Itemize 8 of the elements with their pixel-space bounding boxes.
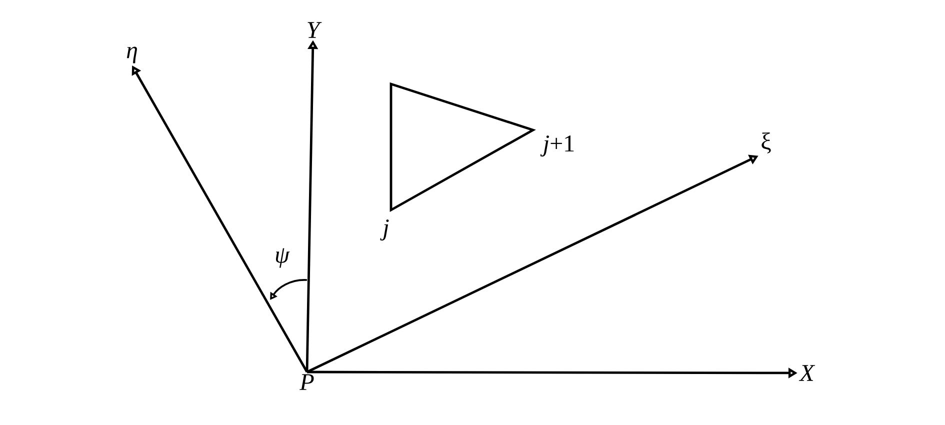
axis-label: Y [308,22,322,38]
axis-label: P [300,374,314,390]
point-label: j+1 [540,136,574,156]
point-label: ψ [276,248,290,268]
axis-label: η [126,46,137,64]
point-label: j [380,220,389,240]
axis-label: ξ [762,132,771,154]
axis-label: X [798,365,816,381]
